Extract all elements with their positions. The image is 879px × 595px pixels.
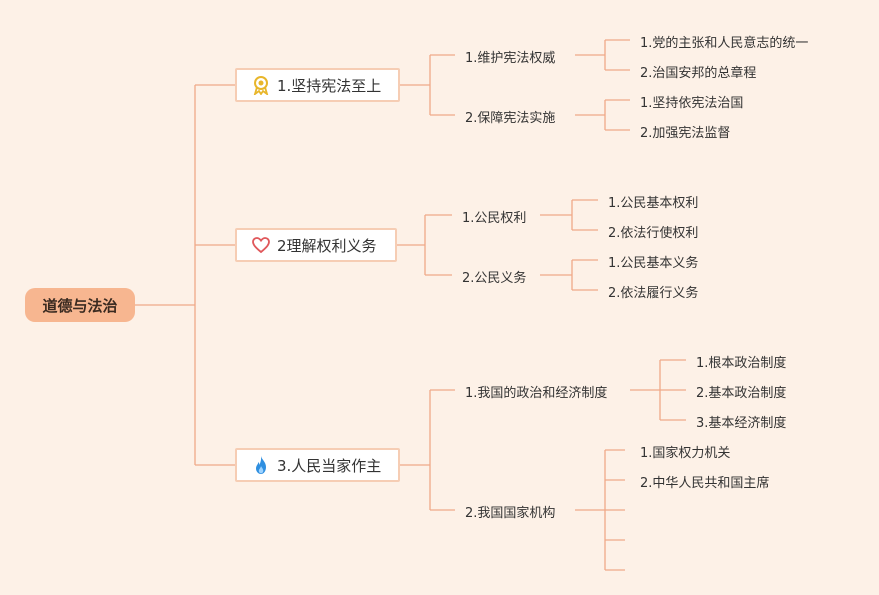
leaf-3-1-3[interactable]: 3.基本经济制度 [696,416,787,431]
branch-2-label: 2理解权利义务 [277,236,377,255]
leaf-2-2-1[interactable]: 1.公民基本义务 [608,256,699,271]
leaf-3-1-1[interactable]: 1.根本政治制度 [696,356,787,371]
leaf-1-1-1[interactable]: 1.党的主张和人民意志的统一 [640,36,809,51]
heart-icon [251,235,271,255]
leaf-3-2-2[interactable]: 2.中华人民共和国主席 [640,476,770,491]
connector [540,199,598,231]
node-1-1[interactable]: 1.维护宪法权威 [465,51,556,66]
node-1-2[interactable]: 2.保障宪法实施 [465,111,556,126]
connector [630,359,686,421]
leaf-2-1-2[interactable]: 2.依法行使权利 [608,226,699,241]
flame-icon [251,455,271,475]
connector [575,39,630,71]
branch-1-label: 1.坚持宪法至上 [277,76,382,95]
node-2-2[interactable]: 2.公民义务 [462,271,527,286]
branch-2-node[interactable]: 2理解权利义务 [235,228,397,262]
connector [400,389,455,511]
leaf-1-2-1[interactable]: 1.坚持依宪法治国 [640,96,744,111]
connector [575,449,625,571]
node-3-1[interactable]: 1.我国的政治和经济制度 [465,386,608,401]
leaf-1-2-2[interactable]: 2.加强宪法监督 [640,126,731,141]
root-node[interactable]: 道德与法治 [25,288,135,322]
node-3-2[interactable]: 2.我国国家机构 [465,506,556,521]
leaf-1-1-2[interactable]: 2.治国安邦的总章程 [640,66,757,81]
branch-3-node[interactable]: 3.人民当家作主 [235,448,400,482]
award-icon [251,75,271,95]
connector [397,214,452,276]
node-2-1[interactable]: 1.公民权利 [462,211,527,226]
leaf-3-2-1[interactable]: 1.国家权力机关 [640,446,731,461]
connector [400,54,455,116]
branch-3-label: 3.人民当家作主 [277,456,382,475]
connector [540,259,598,291]
branch-1-node[interactable]: 1.坚持宪法至上 [235,68,400,102]
connector [575,99,630,131]
leaf-3-1-2[interactable]: 2.基本政治制度 [696,386,787,401]
leaf-2-2-2[interactable]: 2.依法履行义务 [608,286,699,301]
leaf-2-1-1[interactable]: 1.公民基本权利 [608,196,699,211]
